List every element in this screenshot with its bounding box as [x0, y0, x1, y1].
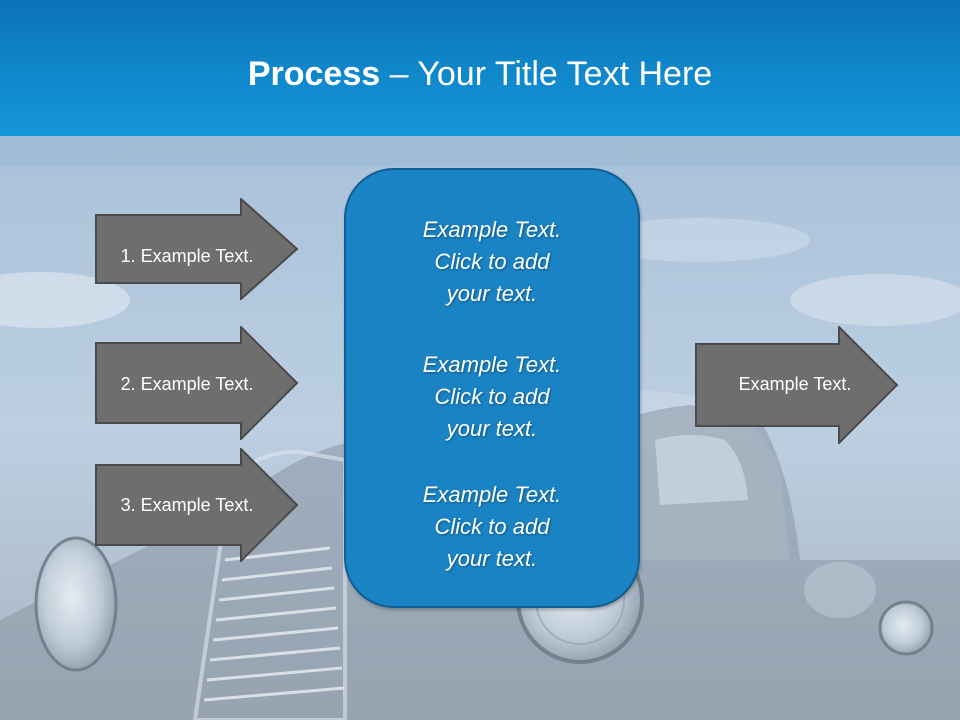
block-2-line-1: Example Text.: [422, 352, 562, 377]
slide-title[interactable]: Process – Your Title Text Here: [0, 52, 960, 96]
title-rest: – Your Title Text Here: [380, 55, 713, 93]
block-2-line-2: Click to add: [434, 384, 550, 409]
block-1-line-3: your text.: [446, 281, 538, 306]
title-bold: Process: [247, 55, 381, 93]
block-1-line-2: Click to add: [434, 249, 550, 274]
arrow-label-right: Example Text.: [738, 374, 852, 394]
arrow-shape-3[interactable]: [94, 448, 300, 562]
block-1-line-1: Example Text.: [422, 217, 562, 242]
arrow-label-3: 3. Example Text.: [120, 495, 254, 515]
center-text-block-3: Example Text. Click to add your text.: [346, 479, 638, 575]
block-3-line-1: Example Text.: [422, 482, 562, 507]
block-2-line-3: your text.: [446, 416, 538, 441]
block-3-line-2: Click to add: [434, 514, 550, 539]
center-text-box[interactable]: Example Text. Click to add your text. Ex…: [344, 168, 640, 608]
arrow-label-1: 1. Example Text.: [120, 246, 254, 266]
block-3-line-3: your text.: [446, 546, 538, 571]
arrow-shape-1[interactable]: [94, 198, 300, 300]
center-text-block-1: Example Text. Click to add your text.: [346, 214, 638, 310]
center-text-block-2: Example Text. Click to add your text.: [346, 349, 638, 445]
arrow-shape-2[interactable]: [94, 326, 300, 440]
arrow-label-2: 2. Example Text.: [120, 374, 254, 394]
arrow-shape-right[interactable]: [694, 326, 900, 444]
title-bar: [0, 0, 960, 136]
